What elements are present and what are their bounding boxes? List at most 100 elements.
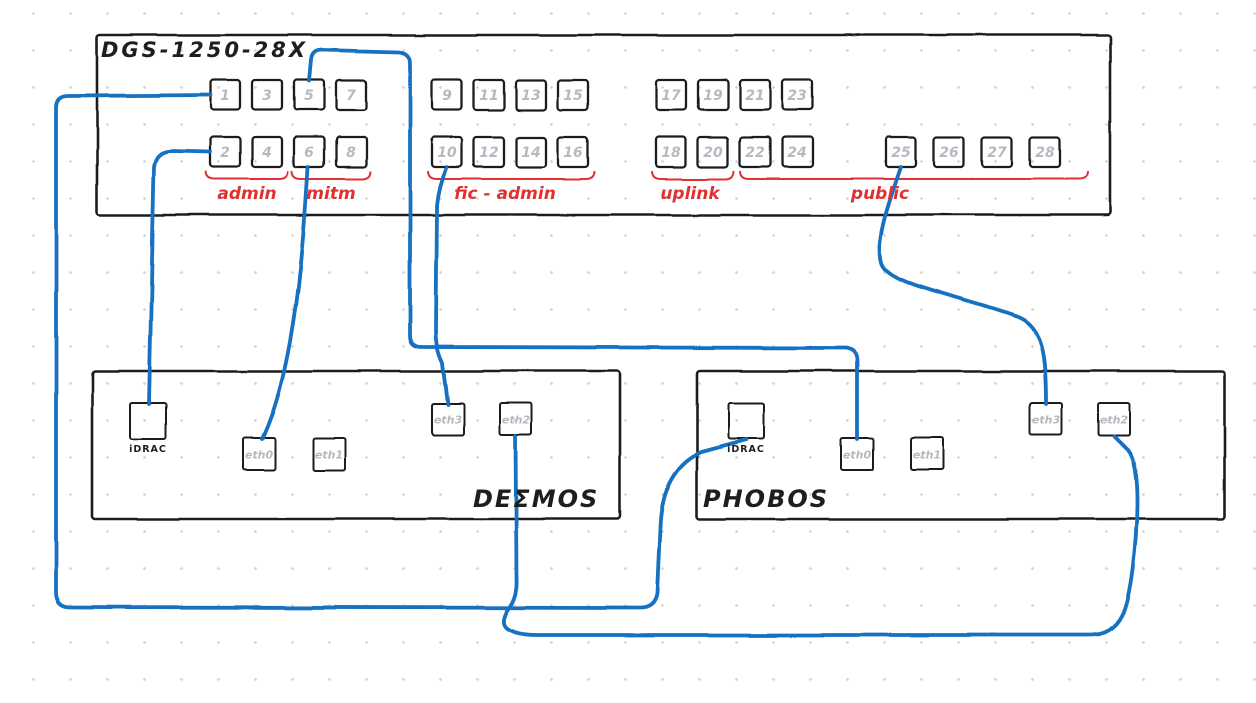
text-layer: DGS-1250-28X1234567891011121314151617181… [101,38,1128,513]
switch-port-16[interactable] [556,135,590,169]
vlan-label[interactable]: uplink [660,184,721,204]
port-box[interactable] [514,78,548,112]
port-box[interactable] [334,78,368,112]
switch-port-13[interactable] [514,78,548,112]
server-phobos[interactable] [695,369,1227,521]
port-box[interactable] [556,135,590,169]
port-number: 7 [346,88,356,104]
switch-port-7[interactable] [334,78,368,112]
port-number: 12 [479,145,498,161]
port-box[interactable] [932,135,966,169]
port-number: 27 [987,145,1007,161]
server-name-deimos[interactable]: DEΣMOS [473,485,599,513]
port-number: 22 [745,145,764,161]
switch-port-12[interactable] [472,135,506,169]
port-number: 4 [261,145,272,161]
cable-de-mos-eth2--phobos-eth2[interactable] [501,434,1139,637]
switch-port-26[interactable] [932,135,966,169]
cable-switch-port-6--de-mos-eth0[interactable] [260,165,310,441]
port-number: 8 [346,145,356,161]
port-number: 16 [563,145,583,161]
switch-port-28[interactable] [1028,135,1062,169]
port-box[interactable] [472,135,506,169]
switch-chassis[interactable] [95,33,1112,217]
port-box[interactable] [780,135,814,169]
port-box[interactable] [738,135,772,169]
port-box[interactable] [696,135,730,169]
switch-title[interactable]: DGS-1250-28X [101,38,308,62]
port-box[interactable] [250,78,284,112]
port-number: 9 [442,88,452,104]
port-box[interactable] [654,78,688,112]
cable-switch-port-1--phobos-idrac[interactable] [54,93,748,610]
sketch-layer [54,33,1227,637]
vlan-group-public[interactable] [739,170,1089,180]
phobos-port-eth1[interactable] [910,437,944,471]
cable-switch-port-10--de-mos-eth3[interactable] [434,165,450,406]
switch-port-3[interactable] [250,78,284,112]
port-box[interactable] [556,78,590,112]
vlan-group-fic-admin[interactable] [427,170,595,180]
server-chassis[interactable] [90,369,622,521]
deimos-port-idrac[interactable] [129,402,167,440]
port-number: 6 [304,145,314,161]
port-number: 23 [787,88,806,104]
switch-port-9[interactable] [430,78,464,112]
switch-port-11[interactable] [472,78,506,112]
switch-port-20[interactable] [696,135,730,169]
switch-port-15[interactable] [556,78,590,112]
nic-label: eth3 [434,414,463,427]
nic-box[interactable] [727,402,765,440]
cable-switch-port-25--phobos-eth3[interactable] [877,165,1048,406]
port-number: 17 [661,88,681,104]
port-box[interactable] [334,135,368,169]
nic-box[interactable] [129,402,167,440]
vlan-label[interactable]: admin [217,184,276,204]
server-name-phobos[interactable]: PHOBOS [703,485,829,513]
nic-box[interactable] [312,437,346,471]
switch-port-24[interactable] [780,135,814,169]
server-deimos[interactable] [90,369,622,521]
cable-switch-port-2--de-mos-idrac[interactable] [147,149,212,406]
port-box[interactable] [1028,135,1062,169]
switch-port-17[interactable] [654,78,688,112]
cable-switch-port-5--phobos-eth0[interactable] [307,48,859,441]
port-box[interactable] [980,135,1014,169]
switch-port-8[interactable] [334,135,368,169]
phobos-port-idrac[interactable] [727,402,765,440]
nic-box[interactable] [242,437,276,471]
port-box[interactable] [472,78,506,112]
switch-port-21[interactable] [738,78,772,112]
vlan-label[interactable]: fic - admin [454,184,556,204]
switch-port-27[interactable] [980,135,1014,169]
switch-port-22[interactable] [738,135,772,169]
switch-port-23[interactable] [780,78,814,112]
vlan-label[interactable]: mitm [306,184,355,204]
port-box[interactable] [738,78,772,112]
nic-label: iDRAC [129,444,167,455]
switch-port-14[interactable] [514,135,548,169]
vlan-group-uplink[interactable] [651,170,735,180]
vlan-group-mitm[interactable] [291,170,371,180]
vlan-group-admin[interactable] [205,170,289,180]
port-number: 18 [661,145,681,161]
port-box[interactable] [696,78,730,112]
port-box[interactable] [250,135,284,169]
port-box[interactable] [654,135,688,169]
port-box[interactable] [430,78,464,112]
switch-port-18[interactable] [654,135,688,169]
switch-port-19[interactable] [696,78,730,112]
nic-box[interactable] [910,437,944,471]
switch-port-4[interactable] [250,135,284,169]
nic-label: eth3 [1032,414,1061,427]
deimos-port-eth1[interactable] [312,437,346,471]
switch-dgs-1250-28x[interactable] [95,33,1112,217]
vlan-label[interactable]: public [850,184,909,204]
deimos-port-eth0[interactable] [242,437,276,471]
server-chassis[interactable] [695,369,1227,521]
port-box[interactable] [780,78,814,112]
nic-label: eth2 [1100,414,1129,427]
port-box[interactable] [514,135,548,169]
